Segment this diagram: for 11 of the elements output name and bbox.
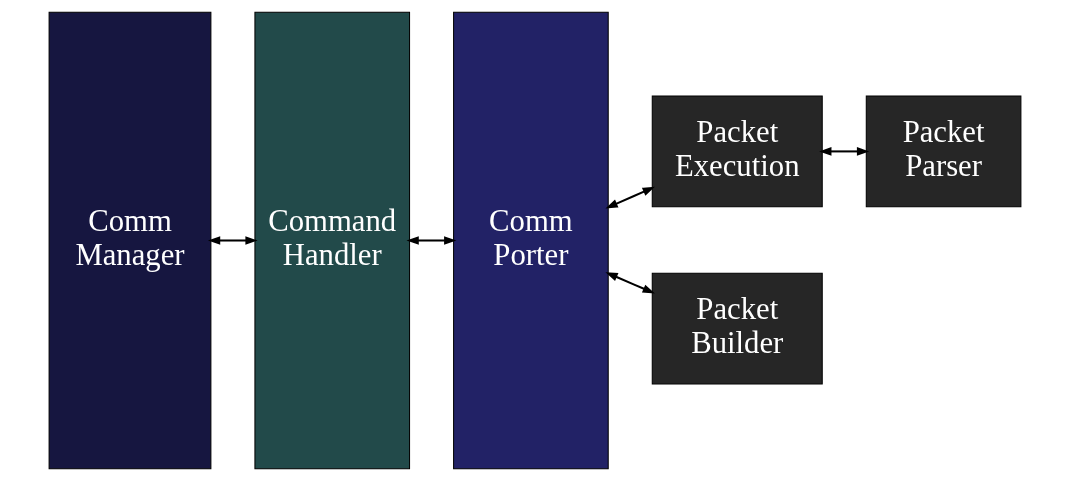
node-box: Packet Builder [651, 272, 823, 385]
node-box: Packet Execution [651, 95, 823, 208]
arrow [604, 272, 655, 294]
arrow [818, 147, 869, 156]
arrow [207, 236, 258, 245]
arrow [405, 236, 456, 245]
node-box: Comm Manager [48, 11, 211, 470]
node-box: Comm Porter [452, 11, 609, 470]
node-box: Command Handler [253, 11, 410, 470]
arrow [604, 186, 655, 209]
node-box: Packet Parser [865, 95, 1021, 208]
